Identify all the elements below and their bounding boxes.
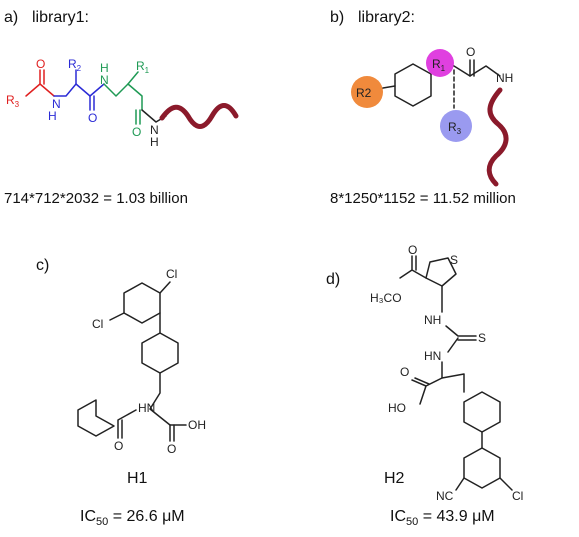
bond-b-backbone: [453, 65, 501, 77]
panel-c: c) Cl Cl HN OH O O H1 IC50 = 26.6 μM: [36, 257, 206, 528]
atom-a-o2: O: [88, 111, 97, 125]
bond-d-chain: [441, 361, 465, 393]
panel-b-title: library2:: [358, 9, 415, 26]
panel-b-tag: b): [330, 9, 344, 26]
atom-d-o1: O: [408, 243, 417, 257]
linker-wave-a: [159, 103, 239, 129]
atom-b-r2: R2: [356, 86, 372, 100]
bond-d-acid: [411, 377, 443, 405]
bond-c-chain: [149, 372, 171, 426]
bond-residue-2: [53, 83, 105, 97]
phenyl-ring-d2: [463, 447, 501, 489]
atom-c-cl1: Cl: [166, 267, 177, 281]
bond-c-amide: [117, 409, 137, 439]
atom-d-ho: HO: [388, 401, 406, 415]
ic50-h1: IC50 = 26.6 μM: [80, 508, 185, 528]
r3-ball: [440, 110, 472, 142]
r2-ball: [351, 76, 383, 108]
atom-b-r3: R3: [448, 120, 462, 136]
atom-d-nc: NC: [436, 489, 454, 503]
phenyl-ring-c: [141, 332, 179, 374]
linker-wave-b: [486, 87, 509, 187]
atom-d-s2: S: [478, 331, 486, 345]
panel-b-equation: 8*1250*1152 = 11.52 million: [330, 190, 516, 207]
atom-b-r1: R1: [432, 57, 446, 73]
atom-a-h2: H: [100, 61, 109, 75]
atom-c-hn: HN: [138, 401, 155, 415]
atom-b-nh: NH: [496, 71, 513, 85]
atom-d-s: S: [450, 253, 458, 267]
atom-b-o: O: [466, 45, 475, 59]
cyclohexene-ring: [77, 399, 115, 437]
atom-a-h1: H: [48, 109, 57, 123]
atom-a-o3: O: [132, 125, 141, 139]
bond-residue-1: [103, 83, 143, 111]
panel-a-equation: 714*712*2032 = 1.03 billion: [4, 190, 188, 207]
atom-a-r2: R2: [68, 57, 82, 73]
panel-b: b) library2: R2 R1 O NH R3 8*1250*1152 =…: [330, 9, 516, 207]
panel-a-tag: a): [4, 9, 18, 26]
atom-d-cl: Cl: [512, 489, 523, 503]
panel-d: d) S O H₃CO NH S HN O HO NC Cl H2 IC50 =…: [326, 243, 523, 528]
bond-carbonyl-1: [39, 69, 45, 85]
atom-a-n1: N: [52, 97, 61, 111]
bond-d-thiourea: [445, 325, 477, 341]
bond-carbonyl-3: [135, 109, 141, 125]
atom-d-h3co: H₃CO: [370, 291, 402, 305]
bond-c-cl: [109, 281, 171, 321]
panel-a: a) library1: O R3 R2 N H O H N R1 O N H …: [4, 9, 239, 207]
r1-ball: [426, 49, 454, 77]
atom-d-o2: O: [400, 365, 409, 379]
panel-d-tag: d): [326, 271, 340, 288]
atom-d-hn: HN: [424, 349, 441, 363]
phenyl-ring-d1: [463, 391, 501, 433]
atom-a-n2: N: [100, 73, 109, 87]
bond-c-acid-co: [169, 424, 175, 442]
compound-h2-label: H2: [384, 470, 405, 487]
atom-c-o2: O: [167, 442, 176, 456]
compound-h1-label: H1: [127, 470, 148, 487]
phenyl-ring-b: [394, 63, 432, 107]
atom-a-o1: O: [36, 57, 45, 71]
atom-a-h3: H: [150, 135, 159, 149]
bond-d-hn: [447, 337, 459, 353]
atom-a-n3: N: [150, 123, 159, 137]
bond-d-ester: [399, 255, 427, 279]
atom-c-o1: O: [114, 439, 123, 453]
bond-r3-acyl: [25, 83, 55, 97]
bond-carbonyl-2: [89, 95, 95, 111]
bond-r1: [127, 71, 139, 85]
atom-a-r3: R3: [6, 93, 20, 109]
atom-c-cl2: Cl: [92, 317, 103, 331]
ic50-h2: IC50 = 43.9 μM: [390, 508, 495, 528]
atom-a-r1: R1: [136, 59, 150, 75]
panel-c-tag: c): [36, 257, 49, 274]
dichlorophenyl-ring: [123, 282, 161, 324]
atom-c-oh: OH: [188, 418, 206, 432]
thiophene-ring: [425, 257, 457, 287]
bond-d-subst: [455, 477, 513, 491]
bond-b-carbonyl: [469, 59, 475, 77]
atom-d-nh1: NH: [424, 313, 441, 327]
panel-a-title: library1:: [32, 9, 89, 26]
